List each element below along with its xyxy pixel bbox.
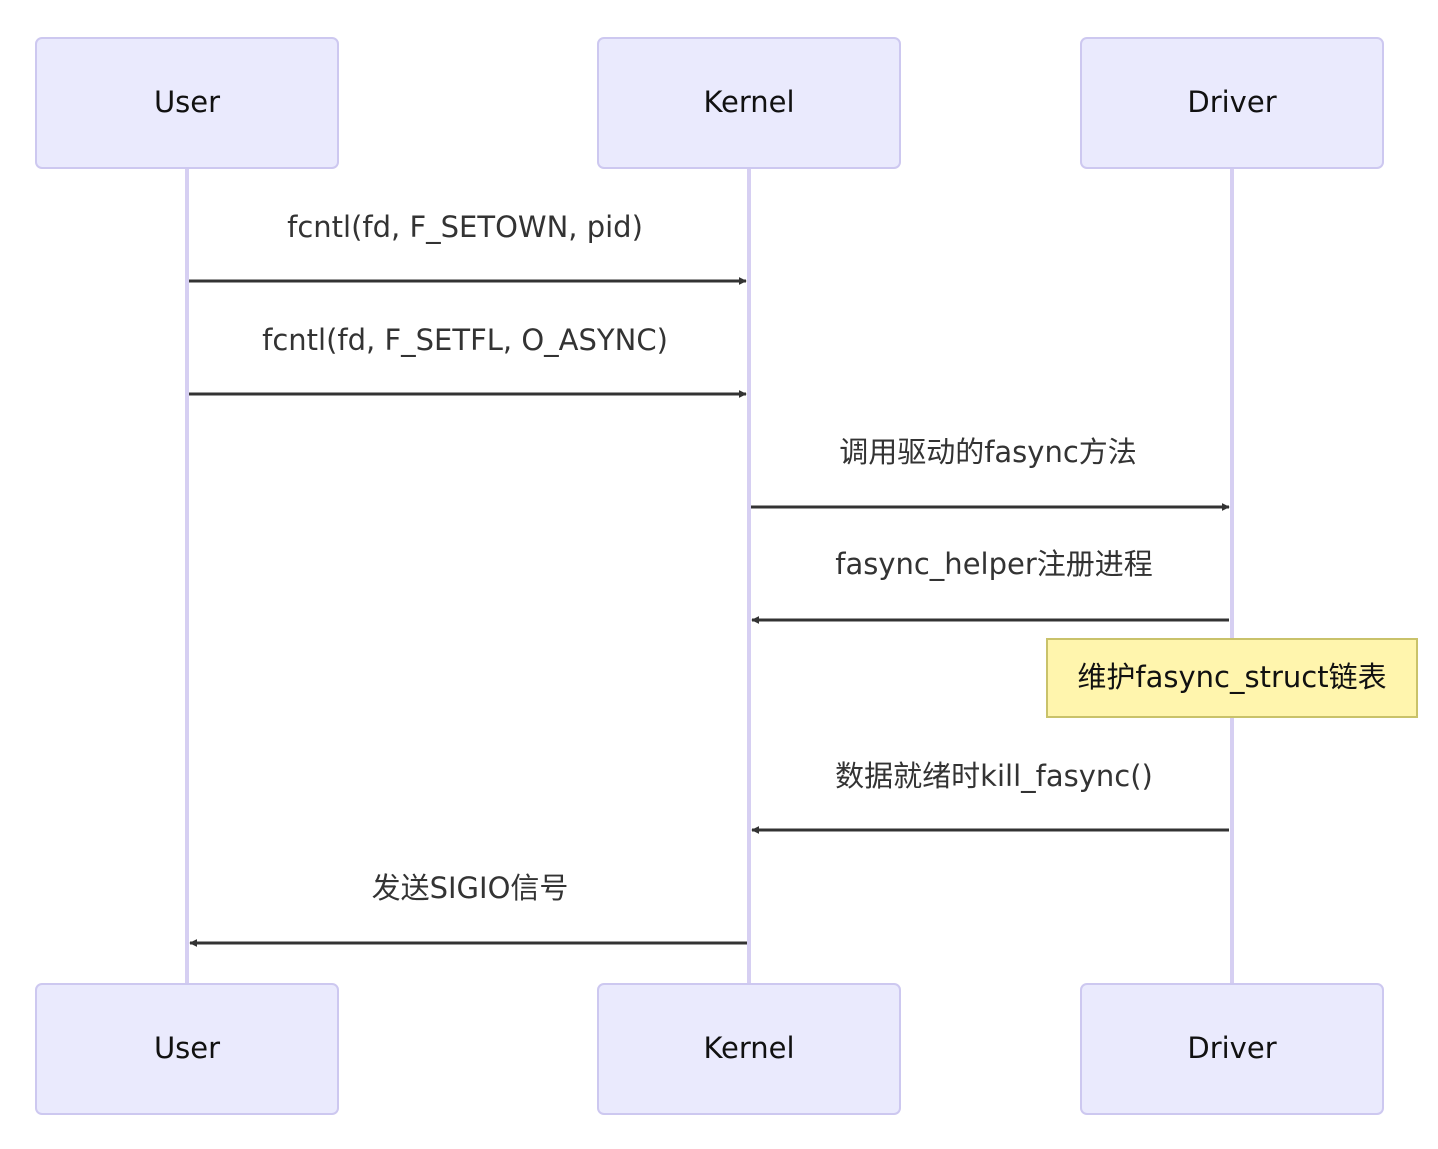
actor-box: [597, 983, 901, 1115]
actor-user-bottom: User: [35, 983, 339, 1115]
note-label: 维护fasync_struct链表: [1077, 660, 1386, 694]
actor-label: User: [154, 1031, 220, 1065]
actor-label: Driver: [1187, 1031, 1276, 1065]
actor-box: [597, 37, 901, 169]
actor-kernel-bottom: Kernel: [597, 983, 901, 1115]
message-fcntl-setfl: fcntl(fd, F_SETFL, O_ASYNC): [189, 323, 747, 398]
actor-driver-bottom: Driver: [1080, 983, 1384, 1115]
message-label: 数据就绪时kill_fasync(): [835, 759, 1153, 793]
actor-label: Kernel: [703, 1031, 794, 1065]
actor-driver-top: Driver: [1080, 37, 1384, 169]
message-send-sigio: 发送SIGIO信号: [189, 871, 747, 947]
actor-label: Driver: [1187, 85, 1276, 119]
actor-kernel-top: Kernel: [597, 37, 901, 169]
message-label: 调用驱动的fasync方法: [839, 435, 1137, 469]
message-fcntl-setown: fcntl(fd, F_SETOWN, pid): [189, 210, 747, 285]
actor-label: User: [154, 85, 220, 119]
message-call-fasync: 调用驱动的fasync方法: [751, 435, 1230, 511]
note-driver: 维护fasync_struct链表: [1046, 638, 1418, 718]
actor-box: [1080, 37, 1384, 169]
actor-box: [35, 983, 339, 1115]
message-fasync-helper: fasync_helper注册进程: [751, 547, 1229, 624]
message-label: fcntl(fd, F_SETFL, O_ASYNC): [262, 323, 668, 357]
message-label: fcntl(fd, F_SETOWN, pid): [287, 210, 643, 244]
message-label: fasync_helper注册进程: [835, 547, 1153, 581]
actor-label: Kernel: [703, 85, 794, 119]
actor-user-top: User: [35, 37, 339, 169]
message-label: 发送SIGIO信号: [372, 871, 569, 905]
actor-box: [35, 37, 339, 169]
actor-box: [1080, 983, 1384, 1115]
message-kill-fasync: 数据就绪时kill_fasync(): [751, 759, 1229, 834]
note-box: [1046, 638, 1418, 718]
